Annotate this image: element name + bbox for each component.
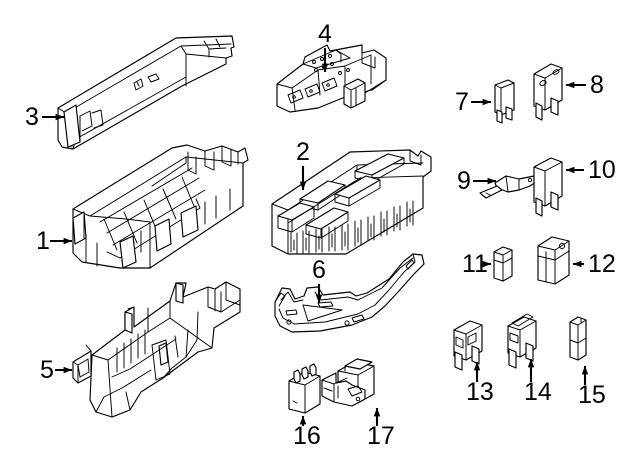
callout-13-number: 13	[466, 378, 494, 406]
callout-11: 11	[462, 250, 492, 278]
callout-10: 10	[565, 156, 616, 184]
part-10-large-blade-fuse	[533, 157, 563, 217]
callout-1: 1	[36, 227, 73, 255]
callout-2-number: 2	[296, 138, 310, 166]
callout-6-number: 6	[312, 256, 326, 284]
part-2-junction-block	[271, 149, 432, 255]
callout-9-number: 9	[457, 167, 471, 195]
callout-16: 16	[293, 415, 321, 450]
callout-16-number: 16	[293, 422, 321, 450]
callout-6: 6	[312, 256, 326, 304]
callout-layer: 3 1 5 4 2 6 7	[25, 20, 616, 450]
part-12-large-cartridge-fuse	[537, 236, 570, 285]
part-8-standard-blade-fuse	[533, 63, 563, 121]
callout-15-number: 15	[578, 381, 606, 409]
part-17-relay	[321, 358, 375, 407]
callout-9: 9	[457, 167, 497, 195]
callout-13: 13	[466, 361, 494, 406]
part-11-small-cartridge-fuse	[493, 246, 513, 282]
callout-10-number: 10	[588, 156, 616, 184]
callout-17-number: 17	[367, 422, 395, 450]
part-1-fuse-box-body	[72, 144, 249, 269]
part-13-blade-fuse	[453, 320, 483, 371]
callout-7: 7	[455, 88, 492, 116]
callout-3: 3	[25, 103, 65, 131]
callout-4: 4	[318, 20, 332, 73]
callout-8: 8	[565, 71, 604, 99]
part-9-strip-link-fuse	[479, 175, 540, 199]
callout-8-number: 8	[590, 71, 604, 99]
part-16-relay	[288, 363, 321, 414]
part-14-blade-fuse	[507, 313, 537, 369]
part-15-narrow-blade-fuse	[569, 316, 587, 361]
part-7-mini-blade-fuse	[494, 79, 515, 124]
callout-11-number: 11	[462, 250, 488, 278]
callout-15: 15	[578, 365, 606, 409]
callout-1-number: 1	[36, 227, 50, 255]
callout-14-number: 14	[524, 378, 552, 406]
part-3-fuse-box-cover	[57, 35, 235, 150]
callout-3-number: 3	[25, 103, 39, 131]
callout-4-number: 4	[318, 20, 332, 48]
callout-17: 17	[367, 407, 395, 450]
callout-14: 14	[524, 358, 552, 406]
callout-12-number: 12	[588, 250, 616, 278]
callout-5: 5	[40, 356, 73, 384]
callout-2: 2	[296, 138, 310, 191]
callout-12: 12	[572, 250, 616, 278]
callout-5-number: 5	[40, 356, 54, 384]
callout-7-number: 7	[455, 88, 469, 116]
part-5-fuse-box-bracket-tray	[72, 281, 241, 418]
